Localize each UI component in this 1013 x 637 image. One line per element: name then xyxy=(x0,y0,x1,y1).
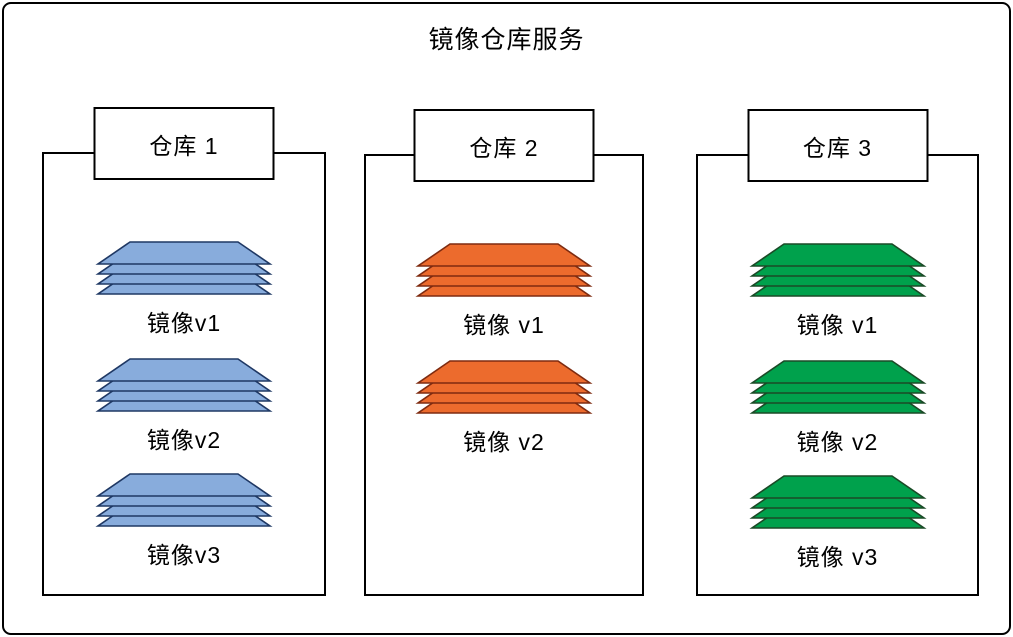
image-version-label: 镜像 v2 xyxy=(796,429,879,455)
warehouse-box-2: 仓库 2 镜像 v1 镜像 v2 xyxy=(364,109,644,596)
layered-image-icon xyxy=(415,360,593,414)
image-layer-shape xyxy=(95,473,273,497)
image-stack: 镜像 v1 xyxy=(404,242,604,340)
layered-image-icon xyxy=(748,475,927,529)
image-stack: 镜像 v2 xyxy=(404,359,604,457)
image-layer-shape xyxy=(415,360,593,384)
image-layer-shape xyxy=(748,243,927,267)
image-stack: 镜像v1 xyxy=(84,240,284,338)
layered-image-icon xyxy=(748,360,927,414)
image-version-label: 镜像 v1 xyxy=(463,312,545,338)
image-stack: 镜像v2 xyxy=(84,357,284,455)
image-stack: 镜像 v3 xyxy=(738,474,938,572)
warehouse-label-3: 仓库 3 xyxy=(747,109,928,182)
image-layer-shape xyxy=(95,241,273,265)
layered-image-icon xyxy=(95,358,273,412)
image-stack: 镜像v3 xyxy=(84,472,284,570)
warehouse-box-3: 仓库 3 镜像 v1 镜像 v2 镜像 v3 xyxy=(696,109,979,596)
image-stack: 镜像 v2 xyxy=(738,359,938,457)
image-layer-shape xyxy=(415,243,593,267)
image-version-label: 镜像v1 xyxy=(146,310,222,336)
warehouse-label-1: 仓库 1 xyxy=(93,107,275,180)
image-stack: 镜像 v1 xyxy=(738,242,938,340)
layered-image-icon xyxy=(748,243,927,297)
image-version-label: 镜像v2 xyxy=(146,427,222,453)
page-title: 镜像仓库服务 xyxy=(428,26,585,54)
image-layer-shape xyxy=(748,475,927,499)
image-version-label: 镜像 v1 xyxy=(796,312,879,338)
image-version-label: 镜像 v3 xyxy=(796,544,879,570)
warehouse-box-1: 仓库 1 镜像v1 镜像v2 镜像v3 xyxy=(42,107,326,596)
warehouse-label-2: 仓库 2 xyxy=(413,109,595,182)
layered-image-icon xyxy=(415,243,593,297)
layered-image-icon xyxy=(95,473,273,527)
image-layer-shape xyxy=(95,358,273,382)
layered-image-icon xyxy=(95,241,273,295)
image-layer-shape xyxy=(748,360,927,384)
image-version-label: 镜像 v2 xyxy=(463,429,545,455)
image-version-label: 镜像v3 xyxy=(146,542,222,568)
